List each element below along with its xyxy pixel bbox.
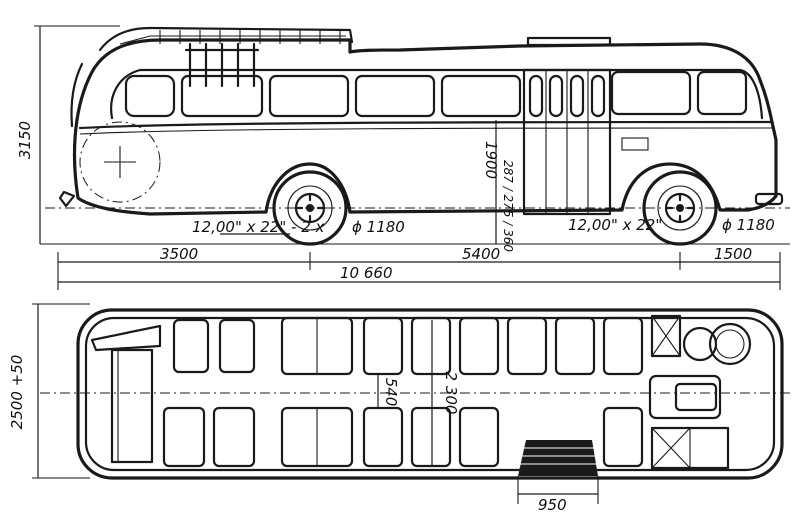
wc-bowl <box>682 326 718 362</box>
tyre-size-front: 12,00" x 22" <box>568 216 662 234</box>
dim-interior-height: 1900 <box>482 141 500 179</box>
dim-interior-width: 2 300 <box>442 372 460 415</box>
door-glass-2 <box>548 74 564 118</box>
side-lamp <box>621 137 649 151</box>
belt-line-lower <box>79 127 773 135</box>
roof-rack <box>98 26 354 52</box>
window-4 <box>354 74 436 118</box>
dim-width-total: 2500 +50 <box>8 355 26 430</box>
luggage-locker <box>650 314 682 358</box>
dim-front-overhang: 3500 <box>160 245 198 263</box>
tow-hook <box>58 190 76 208</box>
door-step <box>518 440 598 476</box>
front-pillar <box>70 62 84 128</box>
rear-cabinet <box>648 374 722 420</box>
roof-ladder <box>184 42 260 88</box>
front-wheel <box>272 170 348 246</box>
window-band <box>110 68 764 120</box>
dim-rear-overhang: 1500 <box>714 245 752 263</box>
roof-rack-slats <box>159 30 341 44</box>
driver-compartment <box>110 348 154 464</box>
body-outline <box>72 38 778 216</box>
door-glass-4 <box>590 74 606 118</box>
side-view: 3150 1900 287 / 275 / 360 12,00" x 22" -… <box>16 25 790 290</box>
wheel-diameter-rear: ϕ 1180 <box>352 218 405 236</box>
window-6 <box>610 70 692 116</box>
wheel-diameter-front: ϕ 1180 <box>722 216 775 234</box>
rear-bumper <box>754 192 784 206</box>
plan-outline <box>76 308 784 480</box>
spare-wheel <box>79 121 161 203</box>
dashboard <box>90 324 162 352</box>
roof-hatch <box>526 36 612 47</box>
roof-rack-rail <box>119 35 346 45</box>
door-glass-1 <box>528 74 544 118</box>
seat-row-upper <box>172 316 644 376</box>
dim-aisle-width: 540 <box>382 378 400 407</box>
dim-door-width: 950 <box>538 496 567 514</box>
tyre-size-rear: 12,00" x 22" - 2 x <box>192 218 325 236</box>
window-1 <box>124 74 176 118</box>
window-3 <box>268 74 350 118</box>
dim-height-total: 3150 <box>16 121 34 159</box>
door-glass-3 <box>569 74 585 118</box>
rear-wheel <box>642 170 718 246</box>
belt-line <box>78 120 774 130</box>
plan-view: 2 300 540 2500 +50 950 <box>8 303 790 514</box>
water-tank <box>708 322 752 366</box>
window-5 <box>440 74 522 118</box>
rear-hatch <box>674 382 718 412</box>
dim-length-total: 10 660 <box>340 264 393 282</box>
window-7 <box>696 70 748 116</box>
seat-row-lower <box>162 406 644 468</box>
dim-floor-heights: 287 / 275 / 360 <box>501 160 515 252</box>
dim-wheelbase: 5400 <box>462 245 500 263</box>
